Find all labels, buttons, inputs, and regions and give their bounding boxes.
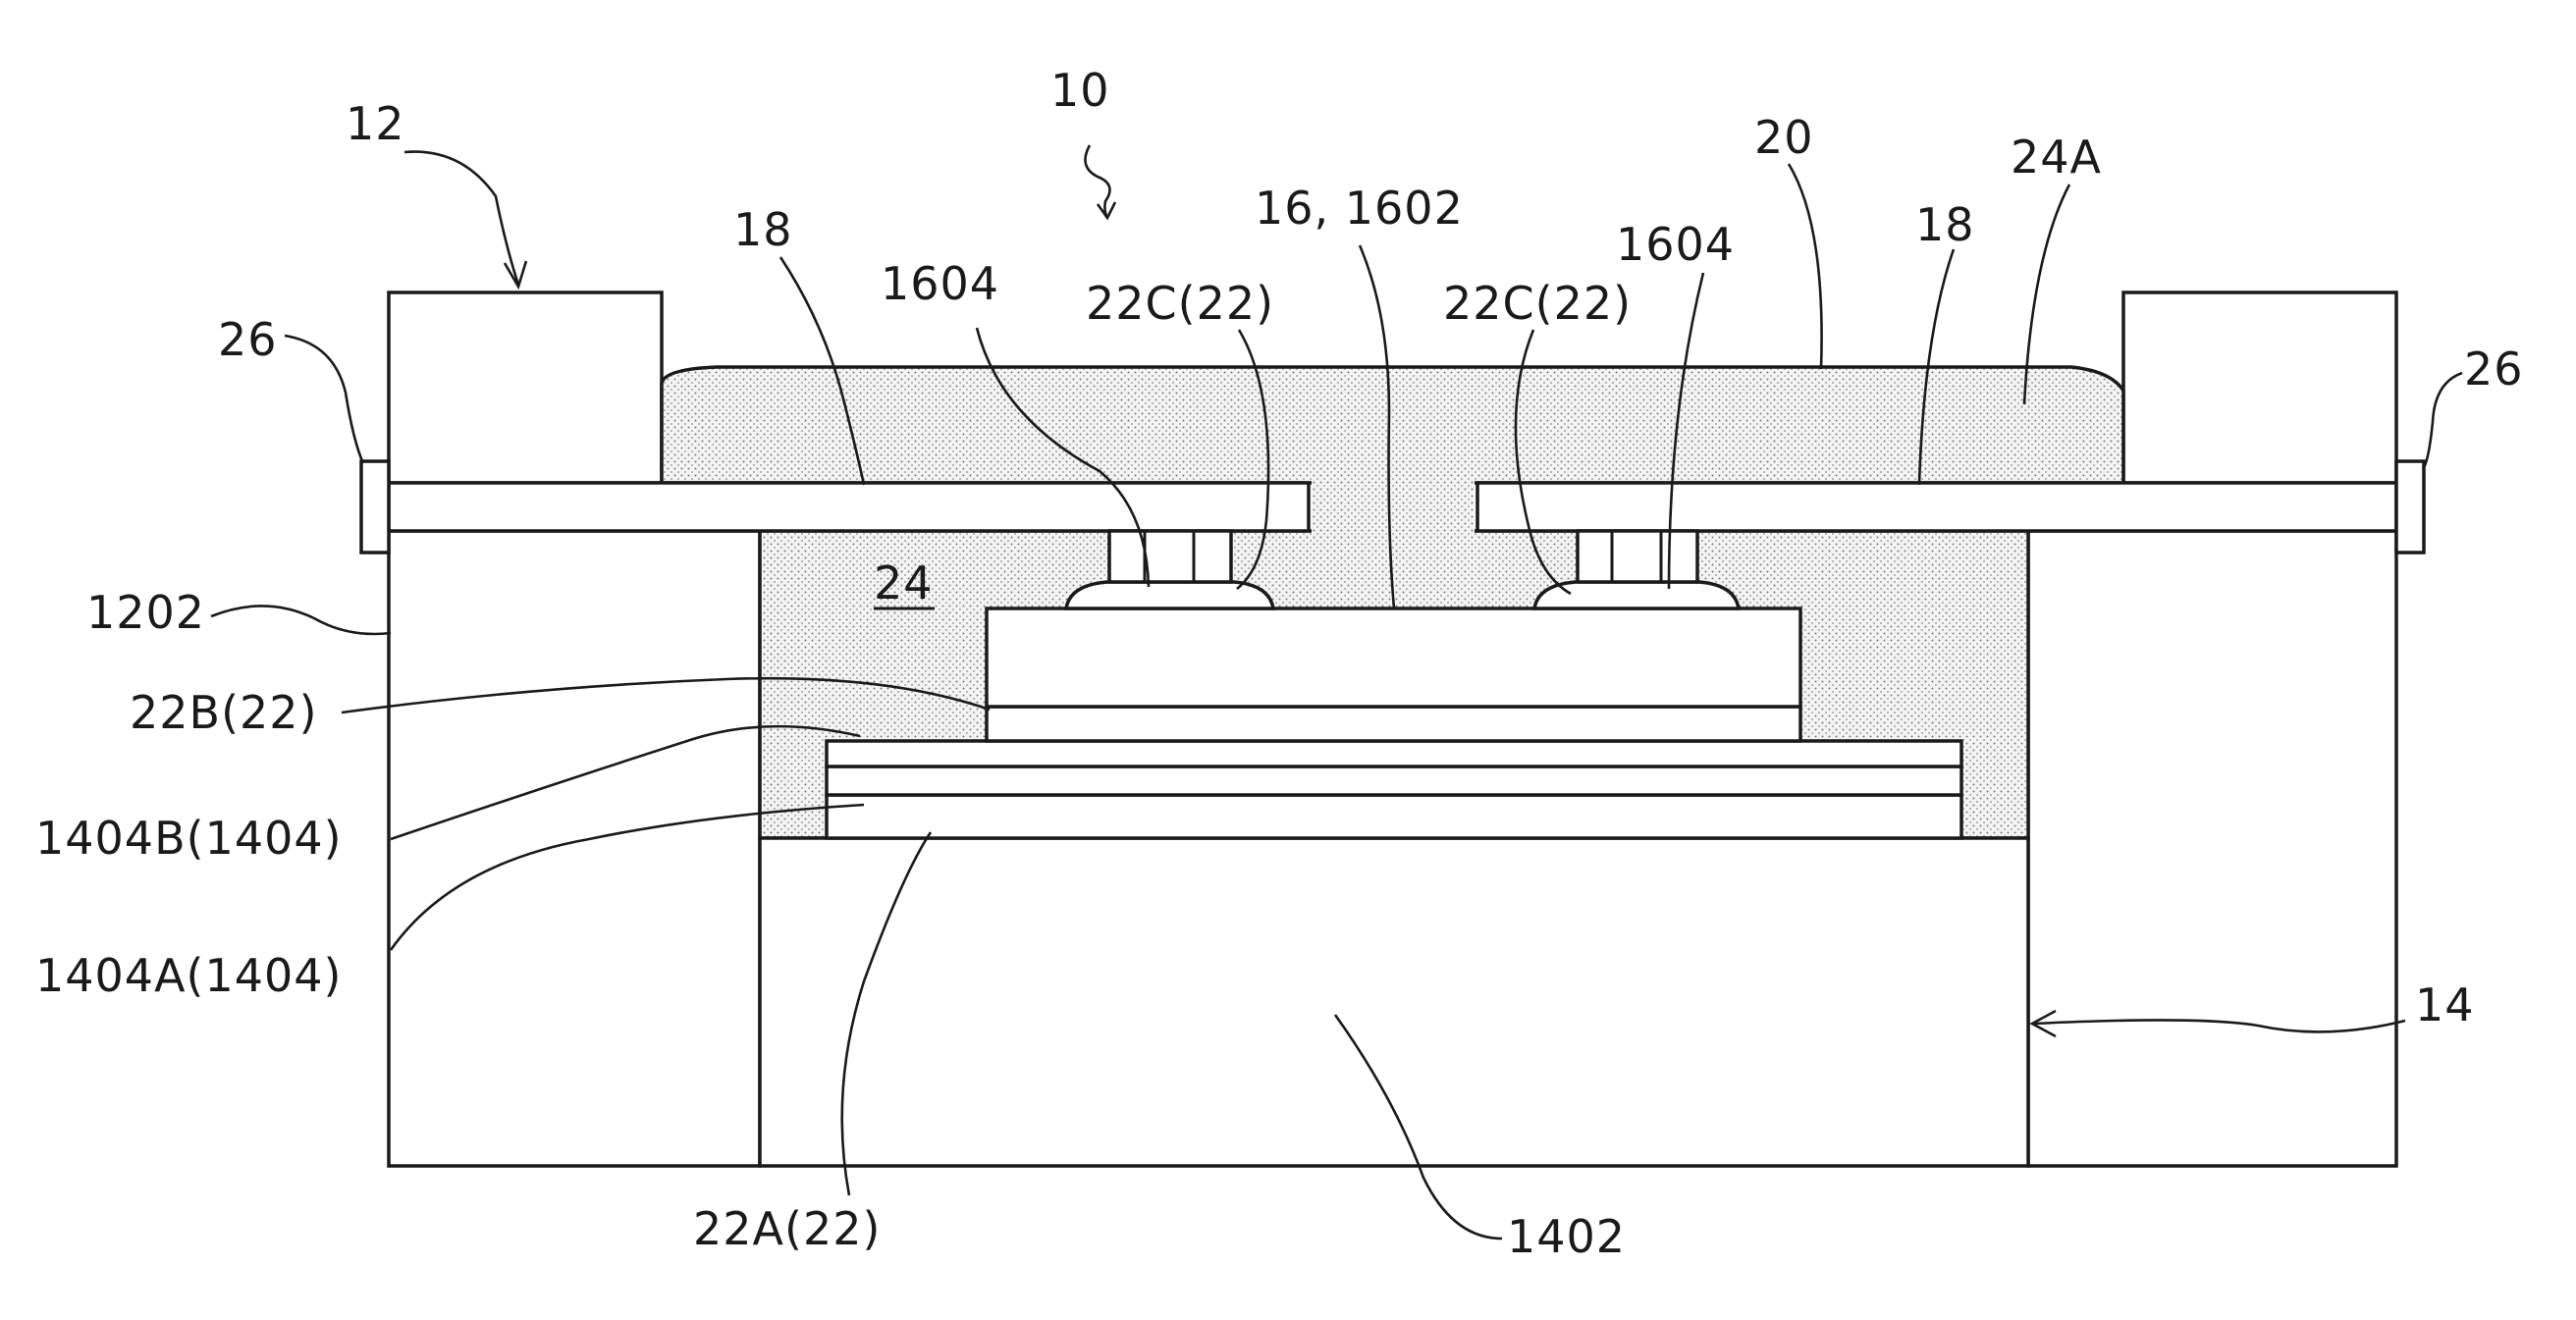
label-22b: 22B(22): [130, 686, 318, 739]
layer-1404a: [827, 795, 1961, 838]
solder-22c-right: [1534, 582, 1739, 608]
frame-right-upper-block: [2123, 292, 2396, 483]
bonding-layer-22b: [987, 707, 1800, 741]
label-16-1602: 16, 1602: [1255, 182, 1464, 235]
frame-left-upper-block: [389, 292, 662, 483]
label-22c-left: 22C(22): [1086, 277, 1274, 330]
label-18-left: 18: [733, 203, 793, 256]
label-14: 14: [2415, 978, 2475, 1031]
leader-10: [1086, 145, 1110, 218]
label-26-left: 26: [218, 313, 278, 366]
label-1604-left: 1604: [881, 257, 999, 310]
leader-26-left: [285, 336, 363, 463]
terminal-26-right: [2396, 461, 2424, 553]
leader-20: [1789, 164, 1822, 369]
chip-16-1602: [987, 608, 1800, 707]
leader-26-right: [2423, 373, 2462, 469]
bump-1604-right: [1578, 531, 1697, 582]
layer-1404b: [827, 766, 1961, 795]
sealing-resin-24a: [662, 367, 2123, 483]
gap-resin-fill: [1312, 481, 1475, 533]
label-24a: 24A: [2011, 131, 2102, 184]
label-20: 20: [1754, 111, 1814, 164]
frame-left-lower-block: [389, 531, 760, 1166]
label-24: 24: [874, 556, 934, 609]
label-1604-right: 1604: [1616, 218, 1735, 271]
base-1402: [760, 838, 2028, 1166]
layer-1404-top: [827, 741, 1961, 766]
label-1402: 1402: [1507, 1210, 1626, 1263]
leader-10-arrow: [1098, 202, 1115, 218]
label-18-right: 18: [1915, 198, 1975, 251]
frame-right-lower-block: [2028, 531, 2396, 1166]
label-12: 12: [346, 97, 405, 150]
leader-1202: [211, 606, 391, 634]
leader-12: [404, 152, 518, 285]
label-22c-right: 22C(22): [1443, 277, 1632, 330]
terminal-26-left: [361, 461, 389, 553]
label-1404a: 1404A(1404): [35, 949, 343, 1002]
solder-22c-left: [1066, 582, 1273, 608]
bump-1604-left: [1109, 531, 1231, 582]
label-1404b: 1404B(1404): [35, 812, 343, 865]
label-26-right: 26: [2464, 343, 2524, 396]
lead-frame-18-left: [389, 483, 1309, 531]
label-22a: 22A(22): [693, 1202, 881, 1255]
label-10: 10: [1050, 64, 1110, 117]
lead-frame-18-right: [1477, 483, 2396, 531]
label-1202: 1202: [86, 586, 205, 639]
